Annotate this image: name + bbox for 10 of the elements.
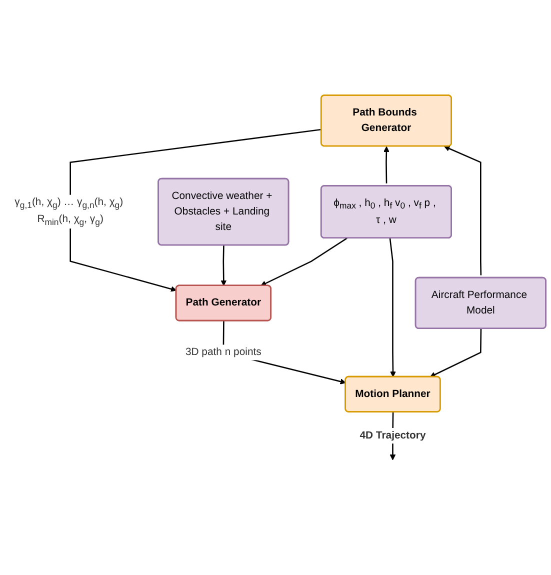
arrow: [430, 328, 482, 378]
arrow: [444, 146, 482, 276]
arrow: [260, 238, 348, 286]
arrow: [384, 146, 390, 184]
arrow: [389, 238, 396, 378]
arrow: [220, 245, 227, 286]
edge-label: 3D path n points: [185, 346, 262, 358]
arrow: [70, 129, 322, 292]
edge-label: γ$_{g,1}$(h, χ$_{g}$) … γ$_{g,n}$(h, χ$_{g}$) R$_{min}$(h, χ$_{g}$, γ$_{g}$): [14, 196, 124, 228]
edge-label: 4D Trajectory: [360, 430, 426, 442]
